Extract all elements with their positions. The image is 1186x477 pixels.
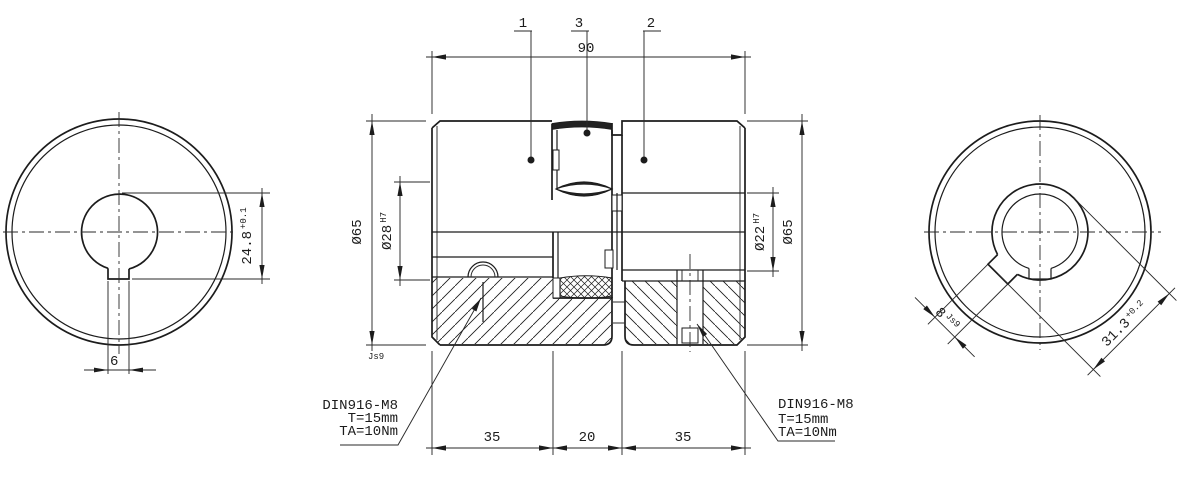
svg-text:3: 3 [575,16,583,32]
callout-3: 3 [571,16,591,137]
dim-overall-length: 90 [426,41,751,114]
callout-2: 2 [640,16,661,164]
hatch-left-hub [432,278,612,344]
jaw-detail-lower [604,249,614,269]
hatch-right-hub-a [625,281,677,344]
set-screw-right [676,254,704,352]
svg-text:TA=10Nm: TA=10Nm [778,425,837,441]
callout-3-dot [583,129,591,137]
keyway-slot [107,268,130,280]
set-screw-left [467,261,499,322]
bore-lines [432,192,745,282]
spider-interlock [551,120,625,324]
spider-elastomer-crosshatch [559,275,613,299]
svg-text:Ø65: Ø65 [781,219,797,244]
section-view: 90 1 3 2 Ø65 [322,16,854,455]
svg-text:Ø65: Ø65 [350,219,366,244]
svg-text:DIN916-M8: DIN916-M8 [778,397,854,413]
bore-circle [80,193,159,270]
dim-text-8: 8Js9 [931,304,962,335]
svg-text:2: 2 [647,16,655,32]
svg-text:1: 1 [519,16,527,32]
dim-text-90: 90 [578,41,595,57]
dim-bottom-lengths: 35 20 35 [426,351,751,455]
set-screw-note-left: DIN916-M8 T=15mm TA=10Nm [322,297,482,446]
svg-text:T=15mm: T=15mm [348,411,398,427]
svg-text:Ø28H7: Ø28H7 [379,212,396,250]
dim-text-20: 20 [579,430,596,446]
leader-left [340,297,482,446]
set-screw-note-right: DIN916-M8 T=15mm TA=10Nm [696,323,854,442]
right-end-view: 8Js9 31.3+0.2 [914,115,1177,377]
callout-1-dot [527,156,535,164]
svg-text:DIN916-M8: DIN916-M8 [322,398,398,414]
dim-text-24-8: 24.8+0.1 [239,207,256,264]
dim-bore-left: Ø28H7 [379,176,430,286]
dim-text-35-left: 35 [484,430,501,446]
jaw-detail-left [552,149,560,171]
svg-text:Ø22H7: Ø22H7 [752,213,769,251]
callout-1: 1 [514,16,535,164]
callout-2-dot [640,156,648,164]
left-hub-outline [431,120,613,346]
spider-flange-edge [551,120,613,130]
dim-bore-keyway-height-left: 24.8+0.1 [122,188,270,284]
dim-od-right: Ø65 [747,114,808,351]
dim-text-35-right: 35 [675,430,692,446]
svg-text:T=15mm: T=15mm [778,412,828,428]
dim-od-left: Ø65 [350,114,426,351]
hub-gap-lines [613,301,625,324]
dim-bore-right: Ø22H7 [747,187,779,277]
leader-right [696,323,835,442]
dim-text-31-3: 31.3+0.2 [1098,298,1150,350]
hatch-right-hub-b [703,281,745,344]
svg-text:TA=10Nm: TA=10Nm [339,424,398,440]
